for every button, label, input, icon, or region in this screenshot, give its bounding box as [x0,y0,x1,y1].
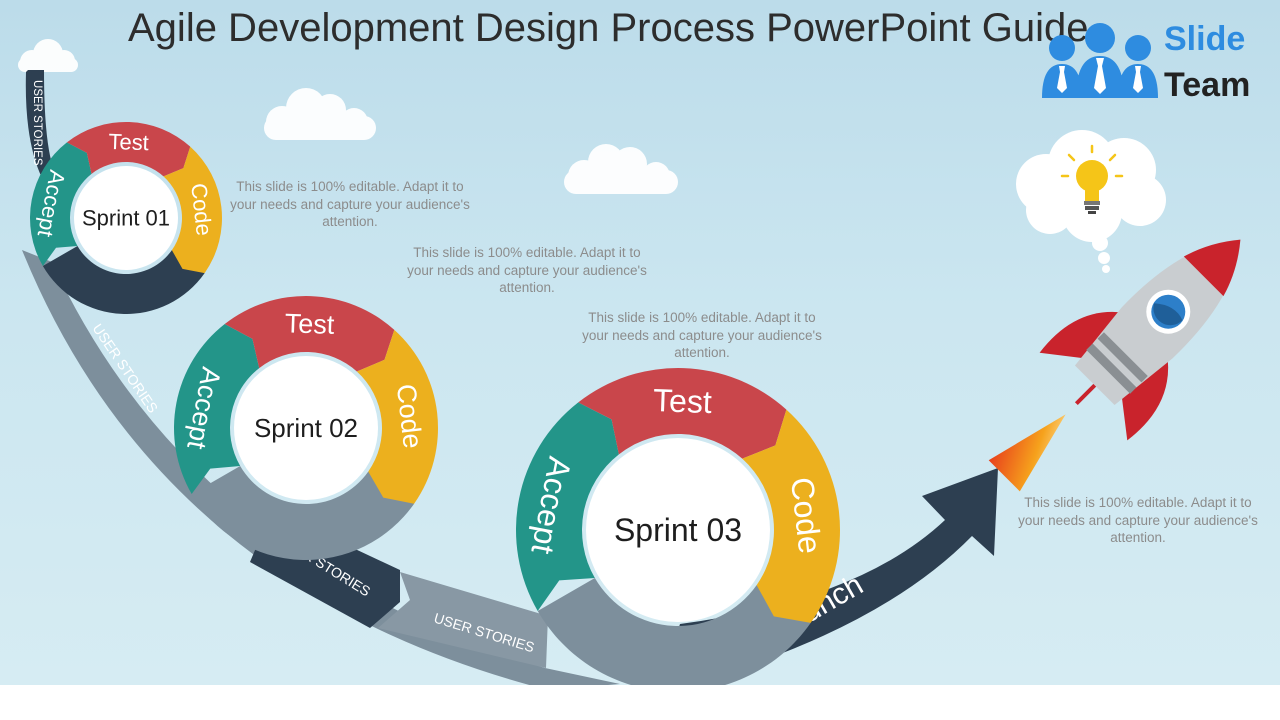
sprint-name: Sprint 01 [82,206,170,231]
people-icon [1042,23,1158,98]
sprint-base-segment [191,466,415,560]
sprint-name: Sprint 02 [254,413,358,443]
page-title: Agile Development Design Process PowerPo… [128,6,1089,50]
brand-name-slide: Slide [1164,20,1246,58]
test-segment [66,121,191,177]
sprint-base-segment [42,246,205,314]
code-segment [356,329,438,504]
test-label: Test [284,308,335,340]
process-diagram: USER STORIES USER STORIES USER STORIES U… [18,39,1241,685]
note-text-2: This slide is 100% editable. Adapt it to… [407,245,647,295]
cloud-icon [564,144,678,194]
test-label: Test [653,382,713,420]
rocket-icon [988,239,1241,492]
lightbulb-icon [1060,144,1124,214]
test-label: Test [108,129,149,155]
slide: USER STORIES USER STORIES USER STORIES U… [0,0,1280,685]
note-text-1: This slide is 100% editable. Adapt it to… [230,179,470,229]
path-stem [25,70,56,178]
path-label: USER STORIES [31,80,43,166]
cloud-icon [18,39,78,74]
test-segment [224,296,395,372]
note-text-4: This slide is 100% editable. Adapt it to… [1018,495,1258,545]
sprint-center [74,166,178,270]
sprint-center [234,356,378,500]
path-segment [378,572,548,668]
code-label: Code [784,475,828,555]
accept-segment [173,323,260,494]
sprint-center [586,438,770,622]
sprint-name: Sprint 03 [614,512,742,548]
accept-segment [516,402,619,611]
code-label: Code [186,182,217,237]
note-text-3: This slide is 100% editable. Adapt it to… [582,310,822,360]
code-segment [742,409,840,623]
brand-name-team: Team [1164,66,1251,104]
accept-segment [30,142,92,266]
code-label: Code [391,382,428,450]
sprint-base-segment [537,578,811,685]
test-segment [578,368,787,459]
cloud-icon [264,88,376,140]
code-segment [163,146,222,274]
